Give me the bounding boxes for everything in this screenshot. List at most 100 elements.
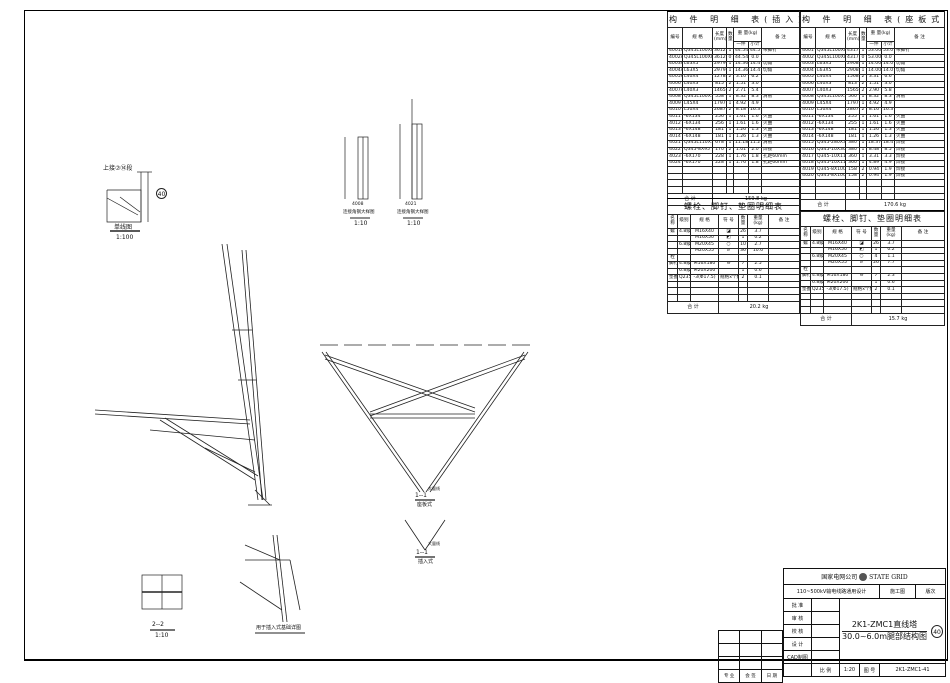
table-cell: 26 bbox=[738, 228, 748, 236]
column-header: 长度(mm) bbox=[712, 27, 727, 49]
table-cell: Q345-8X95 bbox=[682, 146, 713, 155]
table-cell bbox=[667, 293, 678, 302]
column-header: 符 号 bbox=[718, 214, 739, 229]
table-cell: 火曲 bbox=[894, 133, 945, 141]
table-cell: 813 bbox=[845, 80, 860, 89]
table-cell: 4011 bbox=[800, 113, 816, 122]
table-cell: ⌀ bbox=[718, 247, 739, 256]
drawing-no: 2K1-ZMC1-41 bbox=[878, 663, 947, 677]
table-cell: 1.8 bbox=[748, 159, 762, 168]
table-cell bbox=[690, 293, 719, 302]
table-cell: 4.92 bbox=[866, 100, 882, 108]
table-cell: 火曲 bbox=[894, 113, 945, 122]
table-cell: 4008 bbox=[667, 93, 683, 102]
table-cell bbox=[901, 305, 945, 314]
table-cell: 1.26 bbox=[733, 133, 749, 141]
table-cell: 1 bbox=[726, 120, 734, 128]
table-cell: 8.16 bbox=[866, 106, 882, 115]
table-cell bbox=[851, 299, 872, 307]
table-cell bbox=[866, 192, 882, 201]
member-table-base: 构 件 明 细 表(座板式)编号规 格长度(mm)数量重 量(kg)备 注一件小… bbox=[800, 11, 945, 213]
table-cell: 1.26 bbox=[866, 133, 882, 141]
segment-circle: 40 bbox=[931, 624, 944, 638]
table-cell: L45X4 bbox=[815, 100, 846, 108]
table-cell: 4018 bbox=[800, 159, 816, 168]
table-cell: L63X5 bbox=[815, 60, 846, 69]
table-cell: M20X55 bbox=[690, 247, 719, 256]
table-cell: 2.0 bbox=[748, 146, 762, 155]
table-row bbox=[667, 280, 800, 289]
table-cell bbox=[690, 254, 719, 262]
countersign-major: 专 业 bbox=[717, 669, 741, 683]
member-table-insert: 构 件 明 细 表(插入式)编号规 格长度(mm)数量重 量(kg)备 注一件小… bbox=[667, 11, 800, 206]
table-cell bbox=[726, 166, 734, 174]
table-cell: -6X148 bbox=[682, 133, 713, 141]
section-1-1-insert bbox=[404, 519, 446, 558]
table-cell bbox=[677, 247, 691, 256]
table-cell: 1 bbox=[726, 113, 734, 122]
scale-label: 比 例 bbox=[811, 663, 840, 677]
table-cell: 清根 bbox=[761, 139, 800, 148]
table-cell bbox=[738, 254, 748, 262]
drawing-title-2: 30.0~6.0m腿部结构图 bbox=[842, 631, 928, 641]
table-cell: -6X148 bbox=[682, 126, 713, 135]
table-cell bbox=[851, 266, 872, 274]
table-cell: -6X170 bbox=[682, 153, 713, 161]
table-cell: M16X40 bbox=[690, 228, 719, 236]
column-header: 数量 bbox=[871, 226, 881, 241]
table-cell bbox=[823, 299, 852, 307]
column-header: 级别 bbox=[677, 214, 691, 229]
table-cell bbox=[712, 186, 727, 194]
detail-a-part: 4008 bbox=[352, 202, 364, 207]
table-cell: 2 bbox=[726, 106, 734, 115]
table-row bbox=[667, 172, 800, 181]
table-cell bbox=[800, 259, 811, 268]
role-design: 设 计 bbox=[783, 637, 812, 651]
table-cell: Q345-10X117 bbox=[815, 159, 846, 168]
table-cell: 1797 bbox=[712, 100, 727, 108]
table-cell: ⊖ bbox=[851, 272, 872, 281]
table-cell bbox=[690, 287, 719, 295]
table-cell: 螺 bbox=[667, 228, 678, 236]
table-cell bbox=[768, 293, 800, 302]
table-cell bbox=[800, 305, 811, 314]
section-1-1-insert-label: 1--1 bbox=[416, 549, 428, 556]
table-cell: 0.6 bbox=[880, 279, 902, 288]
table-cell: 1.26 bbox=[866, 126, 882, 135]
table-cell bbox=[733, 172, 749, 181]
table-cell: L63X5 bbox=[682, 67, 713, 75]
table-cell: 560 bbox=[845, 93, 860, 102]
table-cell bbox=[748, 172, 762, 181]
table-cell: -6X134 bbox=[682, 113, 713, 122]
total-value: 20.2 kg bbox=[718, 300, 800, 314]
table-cell: 2 bbox=[726, 73, 734, 82]
table-cell: 栓 bbox=[667, 254, 678, 262]
table-cell: 规格x个数 bbox=[851, 286, 872, 294]
table-cell: 26 bbox=[871, 240, 881, 248]
table-cell bbox=[761, 179, 800, 188]
table-cell bbox=[682, 186, 713, 194]
table-cell bbox=[677, 293, 691, 302]
table-cell bbox=[738, 287, 748, 295]
table-cell bbox=[761, 80, 800, 89]
company-name: 国家电网公司 bbox=[821, 573, 858, 581]
table-cell bbox=[823, 266, 852, 274]
table-cell: Q235 bbox=[677, 274, 691, 282]
table-cell: Q345L110X10 bbox=[682, 139, 713, 148]
table-cell: Q345-10X300 bbox=[815, 146, 846, 155]
table-cell: 1 bbox=[859, 159, 867, 168]
